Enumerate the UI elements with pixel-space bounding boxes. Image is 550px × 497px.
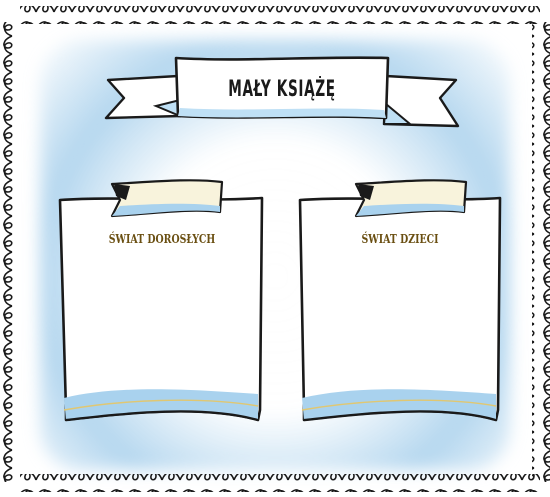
banner-title: MAŁY KSIĄŻĘ [218, 60, 347, 118]
note-right [300, 180, 500, 420]
note-left [60, 180, 262, 420]
bottom-loop-border [20, 474, 540, 492]
right-loop-border [532, 22, 550, 482]
note-left-title: ŚWIAT DOROSŁYCH [84, 232, 240, 246]
left-loop-border [2, 22, 20, 482]
top-loop-border [20, 6, 540, 24]
note-right-title: ŚWIAT DZIECI [322, 232, 478, 246]
